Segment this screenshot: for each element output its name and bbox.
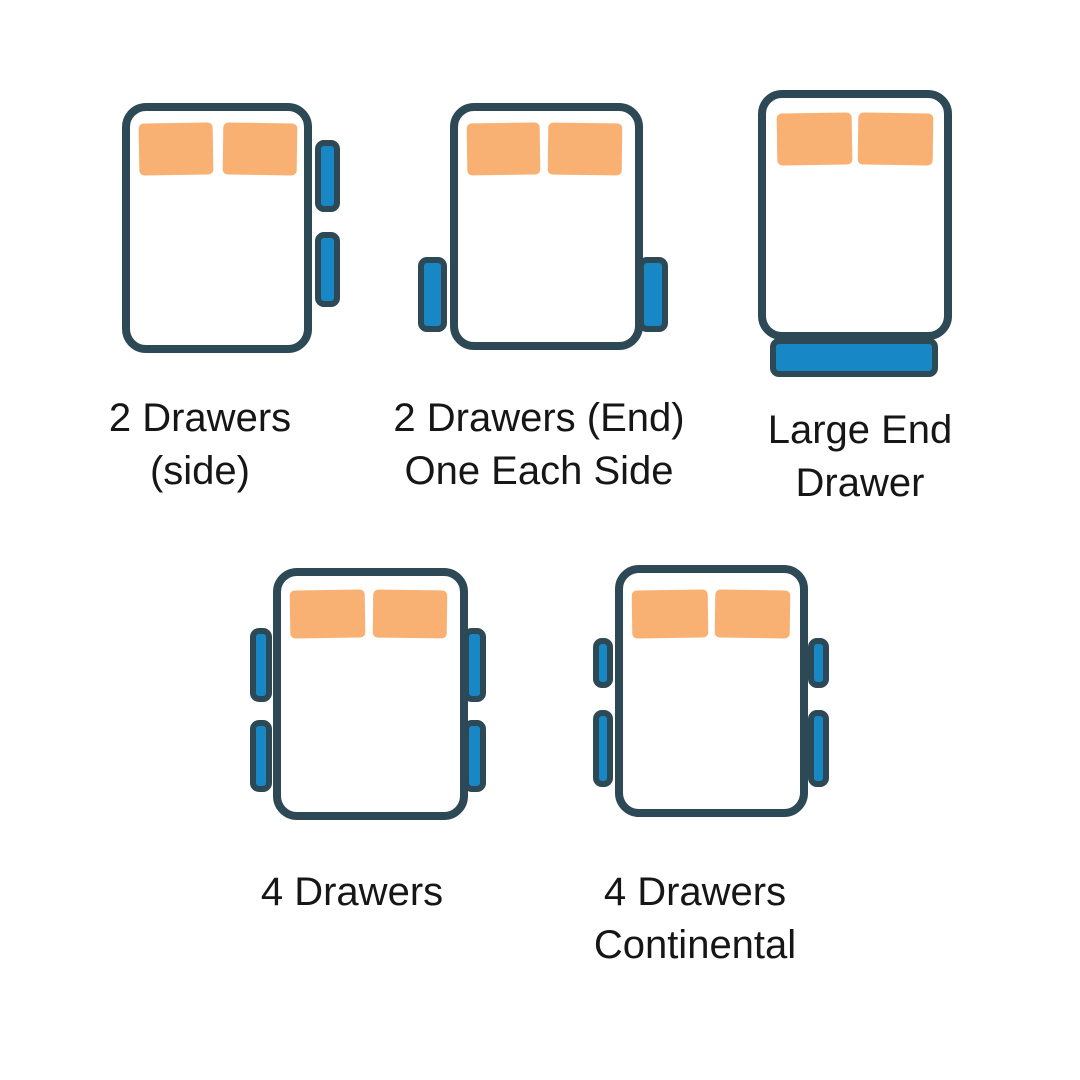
label-line: (side): [149, 449, 251, 493]
bed-icon-4-drawers: [250, 568, 486, 820]
drawer-icon-left-top: [593, 638, 613, 688]
bed-icon-2-drawers-end-one-each-side: [418, 103, 668, 350]
label-line: 4 Drawers: [260, 870, 444, 914]
bed-icon-2-drawers-side: [122, 103, 340, 353]
label-4-drawers: 4 Drawers: [261, 866, 443, 919]
drawer-icon-left-top: [250, 628, 272, 702]
figure-2-drawers-side: [110, 95, 350, 363]
figure-4-drawers: [238, 560, 498, 830]
drawer-icon-right-bottom: [463, 720, 486, 792]
label-2-drawers-side: 2 Drawers (side): [109, 392, 291, 498]
pillow-right-icon: [547, 122, 623, 176]
pillow-right-icon: [857, 112, 934, 166]
label-line: 2 Drawers: [108, 396, 292, 440]
drawer-icon-right-top: [463, 628, 486, 702]
label-4-drawers-continental: 4 Drawers Continental: [594, 866, 796, 972]
label-large-end-drawer: Large End Drawer: [768, 404, 953, 510]
label-2-drawers-end-one-each-side: 2 Drawers (End) One Each Side: [393, 392, 684, 498]
label-line: 2 Drawers (End): [393, 396, 685, 440]
figure-large-end-drawer: [746, 85, 966, 385]
figure-2-drawers-end-one-each-side: [408, 95, 678, 363]
drawer-icon-left-bottom: [593, 710, 613, 787]
pillow-left-icon: [138, 122, 214, 176]
label-line: Large End: [767, 408, 953, 452]
label-line: Drawer: [795, 461, 925, 505]
drawer-icon-right: [638, 257, 668, 332]
drawer-icon-right-bottom: [315, 232, 340, 307]
label-line: One Each Side: [404, 449, 674, 493]
pillow-right-icon: [222, 122, 298, 176]
drawer-icon-end: [770, 338, 938, 377]
label-line: Continental: [593, 923, 797, 967]
bed-icon-large-end-drawer: [758, 90, 952, 377]
pillow-left-icon: [289, 589, 366, 639]
drawer-icon-right-top: [808, 638, 829, 688]
bed-icon-4-drawers-continental: [593, 565, 829, 817]
drawer-icon-right-bottom: [808, 710, 829, 787]
drawer-icon-right-top: [315, 140, 340, 212]
pillow-left-icon: [631, 589, 709, 639]
pillow-right-icon: [372, 589, 448, 639]
drawer-icon-left-bottom: [250, 720, 272, 792]
drawer-icon-left: [418, 257, 447, 332]
pillow-left-icon: [466, 122, 541, 176]
pillow-left-icon: [776, 112, 853, 166]
label-line: 4 Drawers: [603, 870, 787, 914]
figure-4-drawers-continental: [581, 557, 841, 827]
pillow-right-icon: [714, 589, 791, 639]
